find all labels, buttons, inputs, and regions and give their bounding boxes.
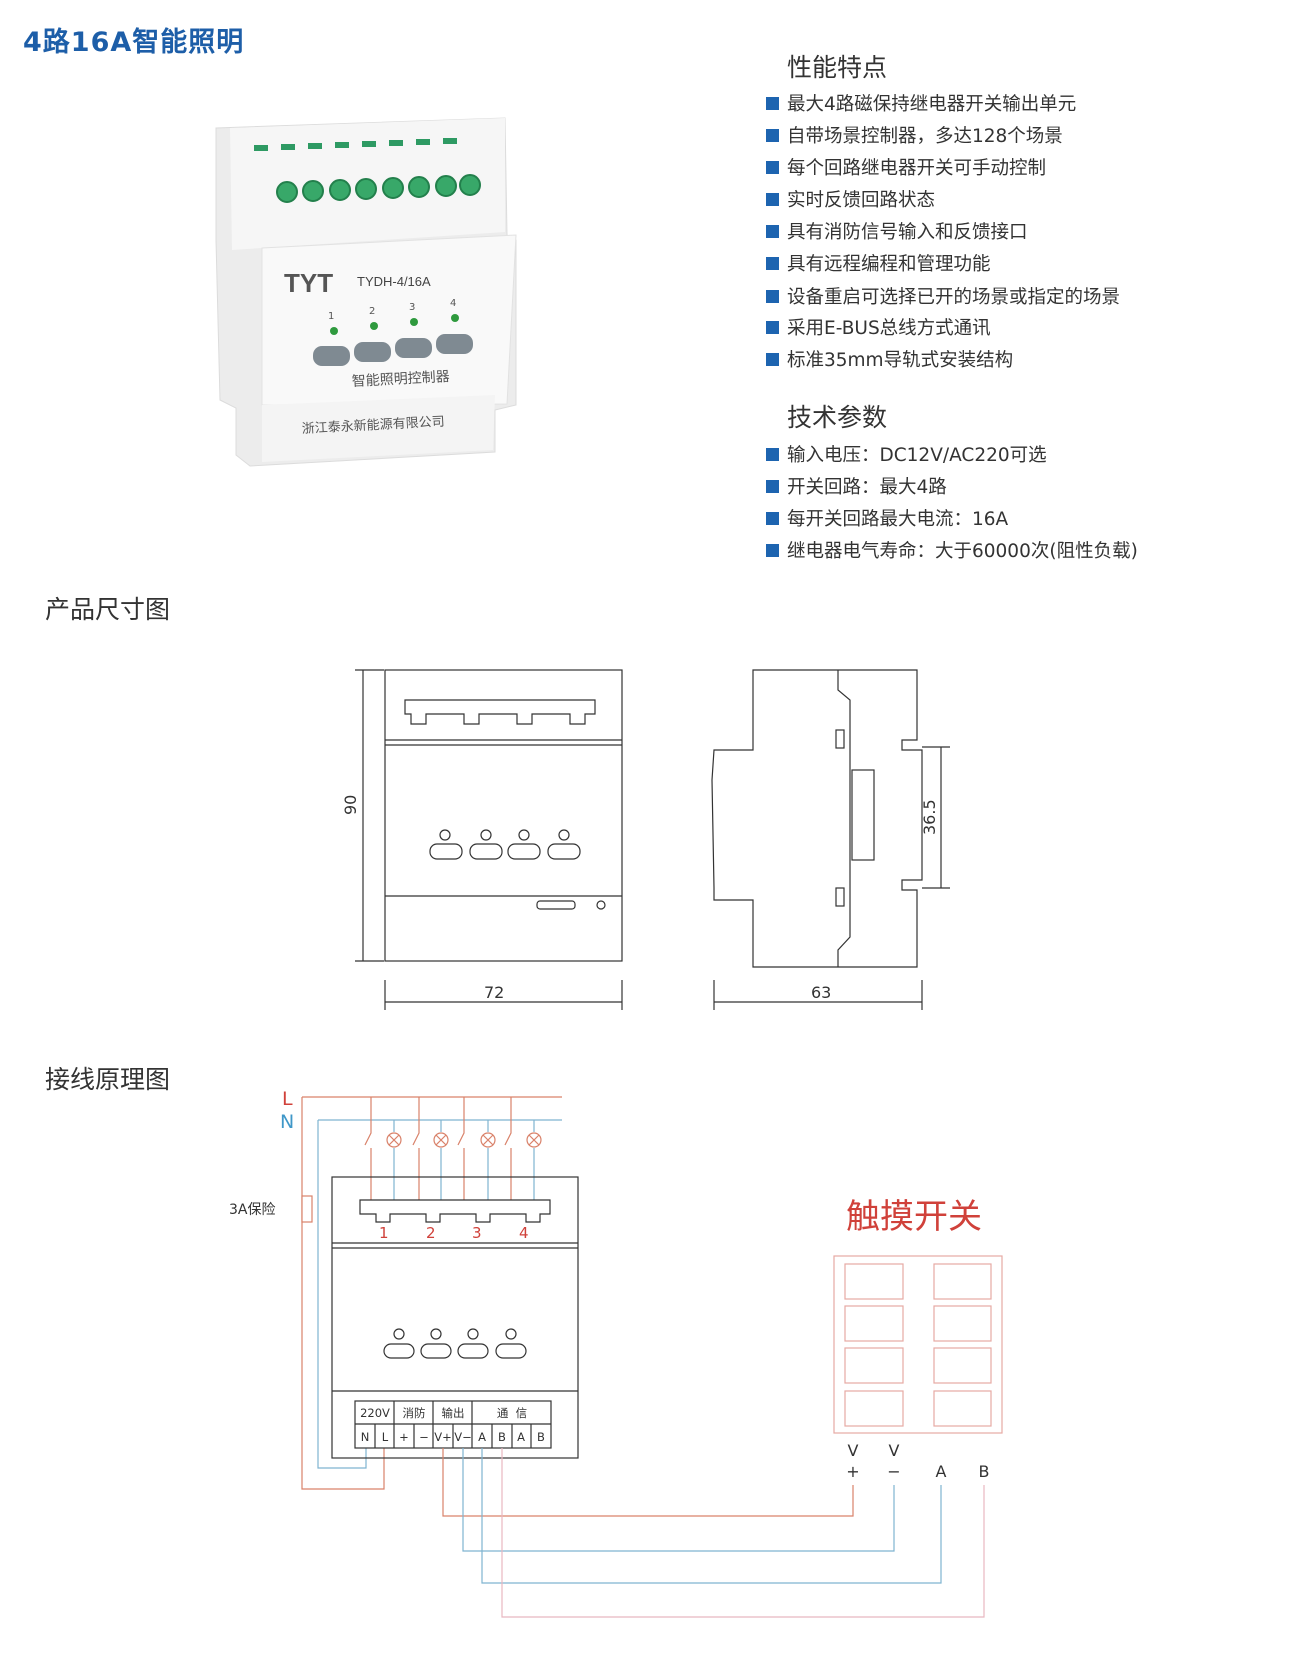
terminal-slots bbox=[254, 138, 457, 151]
feature-item: 设备重启可选择已开的场景或指定的场景 bbox=[766, 283, 1120, 309]
feature-item: 具有消防信号输入和反馈接口 bbox=[766, 218, 1028, 244]
product-name-label: 智能照明控制器 bbox=[351, 369, 450, 390]
feature-item: 自带场景控制器，多达128个场景 bbox=[766, 122, 1063, 148]
feature-item: 标准35mm导轨式安装结构 bbox=[766, 346, 1013, 372]
bullet-icon bbox=[766, 160, 779, 174]
feature-item: 具有远程编程和管理功能 bbox=[766, 250, 991, 276]
led-label-2: 2 bbox=[369, 306, 375, 317]
bullet-icon bbox=[766, 128, 779, 142]
led-indicators bbox=[330, 314, 459, 335]
bullet-icon bbox=[766, 289, 779, 303]
wiring-heading: 接线原理图 bbox=[45, 1065, 171, 1094]
spec-item: 输入电压：DC12V/AC220可选 bbox=[766, 441, 1047, 467]
feature-item: 最大4路磁保持继电器开关输出单元 bbox=[766, 90, 1076, 116]
specs-heading: 技术参数 bbox=[787, 403, 888, 432]
feature-item: 每个回路继电器开关可手动控制 bbox=[766, 154, 1046, 180]
led-label-1: 1 bbox=[328, 311, 334, 322]
company-label: 浙江泰永新能源有限公司 bbox=[301, 414, 445, 437]
page-title: 4路16A智能照明 bbox=[23, 27, 245, 58]
led-label-4: 4 bbox=[450, 298, 456, 309]
model-label: TYDH-4/16A bbox=[357, 274, 431, 289]
bullet-icon bbox=[766, 96, 779, 110]
spec-item: 继电器电气寿命：大于60000次(阻性负载) bbox=[766, 537, 1138, 563]
spec-item: 开关回路：最大4路 bbox=[766, 473, 947, 499]
bullet-icon bbox=[766, 543, 779, 557]
bullet-icon bbox=[766, 447, 779, 461]
bullet-icon bbox=[766, 352, 779, 366]
dimensions-heading: 产品尺寸图 bbox=[45, 595, 171, 624]
bullet-icon bbox=[766, 192, 779, 206]
channel-buttons bbox=[313, 334, 473, 366]
bullet-icon bbox=[766, 479, 779, 493]
feature-item: 采用E-BUS总线方式通讯 bbox=[766, 314, 991, 340]
bullet-icon bbox=[766, 511, 779, 525]
bullet-icon bbox=[766, 256, 779, 270]
terminal-screws bbox=[276, 174, 481, 203]
device-body bbox=[215, 117, 517, 467]
bullet-icon bbox=[766, 224, 779, 238]
led-label-3: 3 bbox=[409, 302, 415, 313]
bullet-icon bbox=[766, 320, 779, 334]
features-heading: 性能特点 bbox=[787, 53, 888, 82]
feature-item: 实时反馈回路状态 bbox=[766, 186, 935, 212]
spec-item: 每开关回路最大电流：16A bbox=[766, 505, 1008, 531]
brand-logo: TYT bbox=[284, 268, 333, 298]
